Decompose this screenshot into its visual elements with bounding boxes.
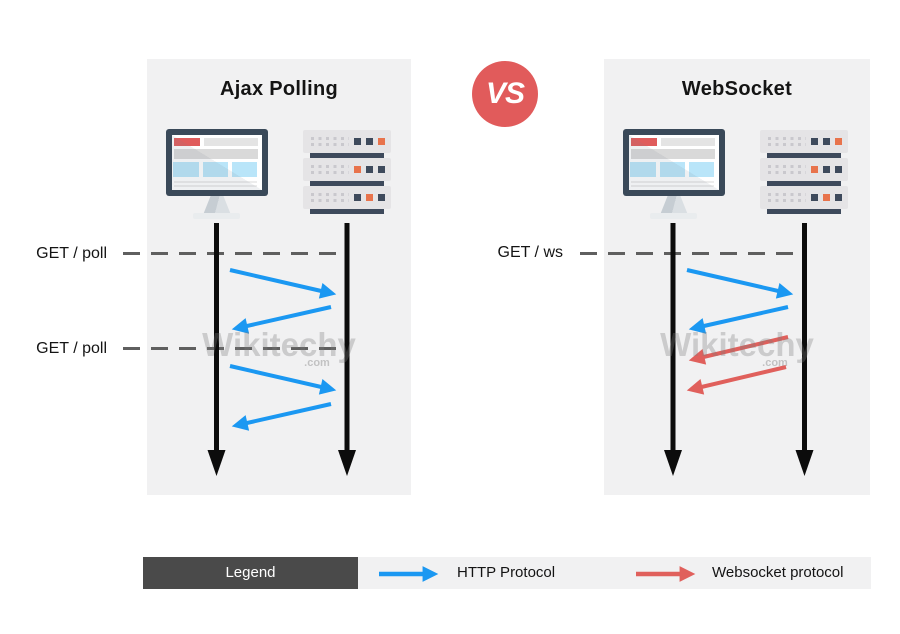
http-response-arrow xyxy=(688,305,789,334)
event-label-get-ws: GET / ws xyxy=(497,244,564,261)
event-label-get-poll-2: GET / poll xyxy=(36,340,107,357)
monitor-screen xyxy=(629,135,719,190)
client-timeline-left xyxy=(207,223,226,476)
event-label-get-poll-1: GET / poll xyxy=(36,245,107,262)
request-dashed-line xyxy=(123,347,347,350)
vs-badge: VS xyxy=(472,61,538,127)
server-stack-icon xyxy=(760,130,848,214)
request-dashed-line xyxy=(580,252,805,255)
legend-item-http: HTTP Protocol xyxy=(457,564,556,581)
client-timeline-right xyxy=(664,223,682,476)
server-timeline-right xyxy=(795,223,814,476)
websocket-protocol-arrow-icon xyxy=(636,566,696,582)
websocket-push-arrow xyxy=(686,365,787,395)
server-timeline-left xyxy=(338,223,356,476)
http-request-arrow xyxy=(229,364,337,395)
browser-client-icon xyxy=(166,129,268,220)
http-request-arrow xyxy=(686,268,794,299)
panel-title: WebSocket xyxy=(681,78,793,100)
browser-client-icon xyxy=(623,129,725,220)
http-protocol-arrow-icon xyxy=(379,566,439,582)
legend-body xyxy=(358,557,871,589)
websocket-panel: WebSocket xyxy=(604,59,870,495)
panel-title: Ajax Polling xyxy=(219,78,339,100)
http-response-arrow xyxy=(231,305,332,334)
request-dashed-line xyxy=(123,252,347,255)
ajax-polling-panel: Ajax Polling xyxy=(147,59,411,495)
legend-item-websocket: Websocket protocol xyxy=(712,564,844,581)
http-request-arrow xyxy=(229,268,337,299)
websocket-push-arrow xyxy=(688,335,789,365)
http-response-arrow xyxy=(231,402,332,431)
server-stack-icon xyxy=(303,130,391,214)
legend-header: Legend xyxy=(143,557,358,589)
monitor-screen xyxy=(172,135,262,190)
